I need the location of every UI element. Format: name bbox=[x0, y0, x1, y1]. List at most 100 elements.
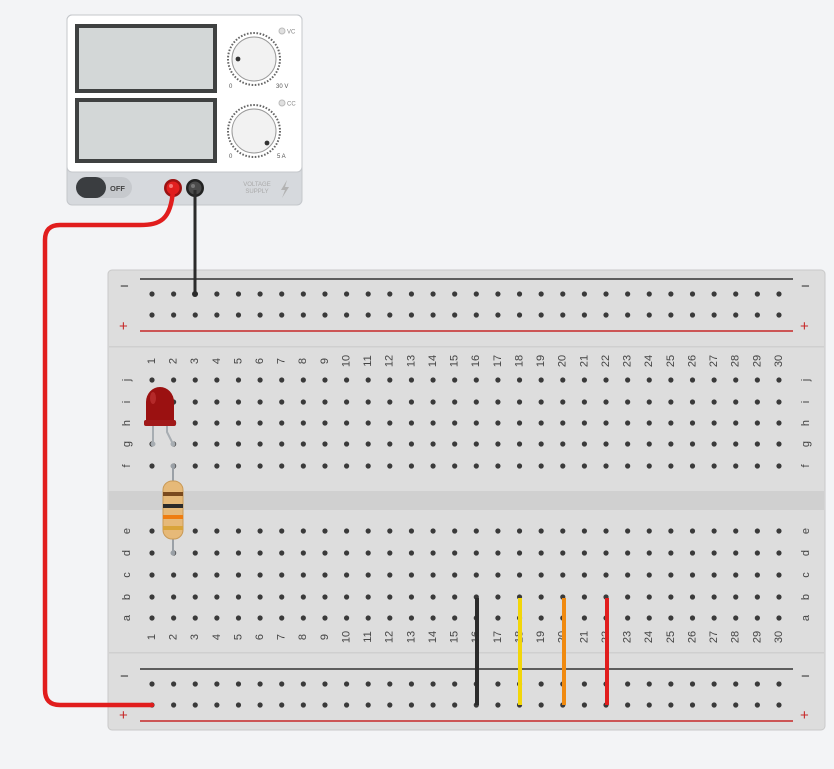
breadboard-hole[interactable] bbox=[235, 550, 242, 556]
breadboard-hole[interactable] bbox=[257, 572, 263, 578]
breadboard-hole[interactable] bbox=[516, 377, 523, 383]
breadboard-hole[interactable] bbox=[625, 441, 631, 447]
breadboard-hole[interactable] bbox=[214, 572, 220, 578]
breadboard-hole[interactable] bbox=[560, 572, 566, 578]
breadboard-hole[interactable] bbox=[387, 441, 393, 447]
breadboard-hole[interactable] bbox=[733, 377, 739, 383]
breadboard-hole[interactable] bbox=[733, 441, 739, 447]
breadboard-hole[interactable] bbox=[300, 702, 306, 708]
breadboard-hole[interactable] bbox=[776, 377, 782, 383]
breadboard-hole[interactable] bbox=[473, 377, 479, 383]
breadboard-hole[interactable] bbox=[538, 702, 544, 708]
breadboard-hole[interactable] bbox=[668, 291, 674, 297]
breadboard-hole[interactable] bbox=[689, 441, 696, 447]
breadboard-hole[interactable] bbox=[214, 441, 220, 447]
breadboard-hole[interactable] bbox=[408, 702, 415, 708]
breadboard-hole[interactable] bbox=[430, 681, 436, 687]
breadboard-hole[interactable] bbox=[452, 377, 458, 383]
breadboard-hole[interactable] bbox=[538, 377, 544, 383]
breadboard-hole[interactable] bbox=[495, 312, 501, 318]
breadboard-hole[interactable] bbox=[279, 572, 285, 578]
breadboard-hole[interactable] bbox=[235, 291, 242, 297]
breadboard-hole[interactable] bbox=[387, 594, 393, 600]
breadboard-hole[interactable] bbox=[646, 399, 652, 405]
breadboard-hole[interactable] bbox=[646, 681, 652, 687]
breadboard-hole[interactable] bbox=[625, 420, 631, 426]
breadboard-hole[interactable] bbox=[603, 463, 609, 469]
breadboard-hole[interactable] bbox=[646, 594, 652, 600]
breadboard-hole[interactable] bbox=[538, 572, 544, 578]
breadboard-hole[interactable] bbox=[625, 615, 631, 621]
breadboard-hole[interactable] bbox=[625, 702, 631, 708]
breadboard-hole[interactable] bbox=[430, 377, 436, 383]
breadboard-hole[interactable] bbox=[257, 399, 263, 405]
breadboard-hole[interactable] bbox=[279, 377, 285, 383]
breadboard-hole[interactable] bbox=[733, 312, 739, 318]
breadboard-hole[interactable] bbox=[581, 420, 588, 426]
breadboard-hole[interactable] bbox=[257, 702, 263, 708]
breadboard-hole[interactable] bbox=[733, 615, 739, 621]
breadboard-hole[interactable] bbox=[754, 681, 760, 687]
breadboard-hole[interactable] bbox=[581, 399, 588, 405]
breadboard-hole[interactable] bbox=[149, 312, 155, 318]
breadboard-hole[interactable] bbox=[214, 594, 220, 600]
breadboard-hole[interactable] bbox=[689, 702, 696, 708]
breadboard-hole[interactable] bbox=[365, 681, 371, 687]
breadboard-hole[interactable] bbox=[711, 441, 717, 447]
breadboard-hole[interactable] bbox=[495, 681, 501, 687]
breadboard-hole[interactable] bbox=[668, 572, 674, 578]
breadboard-hole[interactable] bbox=[625, 399, 631, 405]
breadboard-hole[interactable] bbox=[452, 420, 458, 426]
breadboard-hole[interactable] bbox=[214, 463, 220, 469]
breadboard-hole[interactable] bbox=[516, 572, 523, 578]
breadboard-hole[interactable] bbox=[495, 463, 501, 469]
wires[interactable] bbox=[42, 187, 609, 708]
breadboard-hole[interactable] bbox=[430, 441, 436, 447]
breadboard-hole[interactable] bbox=[516, 441, 523, 447]
breadboard-hole[interactable] bbox=[300, 528, 306, 534]
breadboard-hole[interactable] bbox=[279, 420, 285, 426]
breadboard-hole[interactable] bbox=[560, 463, 566, 469]
breadboard-hole[interactable] bbox=[192, 463, 198, 469]
breadboard-hole[interactable] bbox=[387, 399, 393, 405]
breadboard-hole[interactable] bbox=[516, 463, 523, 469]
breadboard-hole[interactable] bbox=[668, 594, 674, 600]
breadboard-hole[interactable] bbox=[733, 291, 739, 297]
breadboard-hole[interactable] bbox=[776, 702, 782, 708]
breadboard-hole[interactable] bbox=[538, 550, 544, 556]
breadboard-hole[interactable] bbox=[322, 528, 328, 534]
breadboard-hole[interactable] bbox=[408, 572, 415, 578]
breadboard-hole[interactable] bbox=[365, 420, 371, 426]
breadboard-hole[interactable] bbox=[235, 702, 242, 708]
breadboard-hole[interactable] bbox=[149, 594, 155, 600]
breadboard-hole[interactable] bbox=[365, 312, 371, 318]
breadboard-hole[interactable] bbox=[495, 594, 501, 600]
breadboard-hole[interactable] bbox=[689, 615, 696, 621]
breadboard-hole[interactable] bbox=[495, 550, 501, 556]
breadboard-hole[interactable] bbox=[300, 420, 306, 426]
breadboard-hole[interactable] bbox=[516, 528, 523, 534]
breadboard-hole[interactable] bbox=[776, 441, 782, 447]
breadboard-hole[interactable] bbox=[322, 702, 328, 708]
breadboard-hole[interactable] bbox=[581, 377, 588, 383]
breadboard-hole[interactable] bbox=[754, 572, 760, 578]
breadboard-hole[interactable] bbox=[776, 420, 782, 426]
breadboard-hole[interactable] bbox=[646, 615, 652, 621]
breadboard-hole[interactable] bbox=[754, 312, 760, 318]
breadboard-hole[interactable] bbox=[300, 441, 306, 447]
breadboard-hole[interactable] bbox=[279, 441, 285, 447]
breadboard-hole[interactable] bbox=[300, 399, 306, 405]
breadboard-hole[interactable] bbox=[668, 441, 674, 447]
breadboard-hole[interactable] bbox=[279, 681, 285, 687]
breadboard-hole[interactable] bbox=[171, 291, 177, 297]
breadboard-hole[interactable] bbox=[279, 291, 285, 297]
breadboard-hole[interactable] bbox=[192, 681, 198, 687]
breadboard-hole[interactable] bbox=[560, 550, 566, 556]
breadboard-hole[interactable] bbox=[711, 594, 717, 600]
breadboard-hole[interactable] bbox=[343, 399, 350, 405]
breadboard-hole[interactable] bbox=[279, 399, 285, 405]
breadboard-hole[interactable] bbox=[214, 312, 220, 318]
red-led[interactable] bbox=[144, 387, 176, 447]
breadboard-hole[interactable] bbox=[495, 702, 501, 708]
breadboard-hole[interactable] bbox=[625, 594, 631, 600]
